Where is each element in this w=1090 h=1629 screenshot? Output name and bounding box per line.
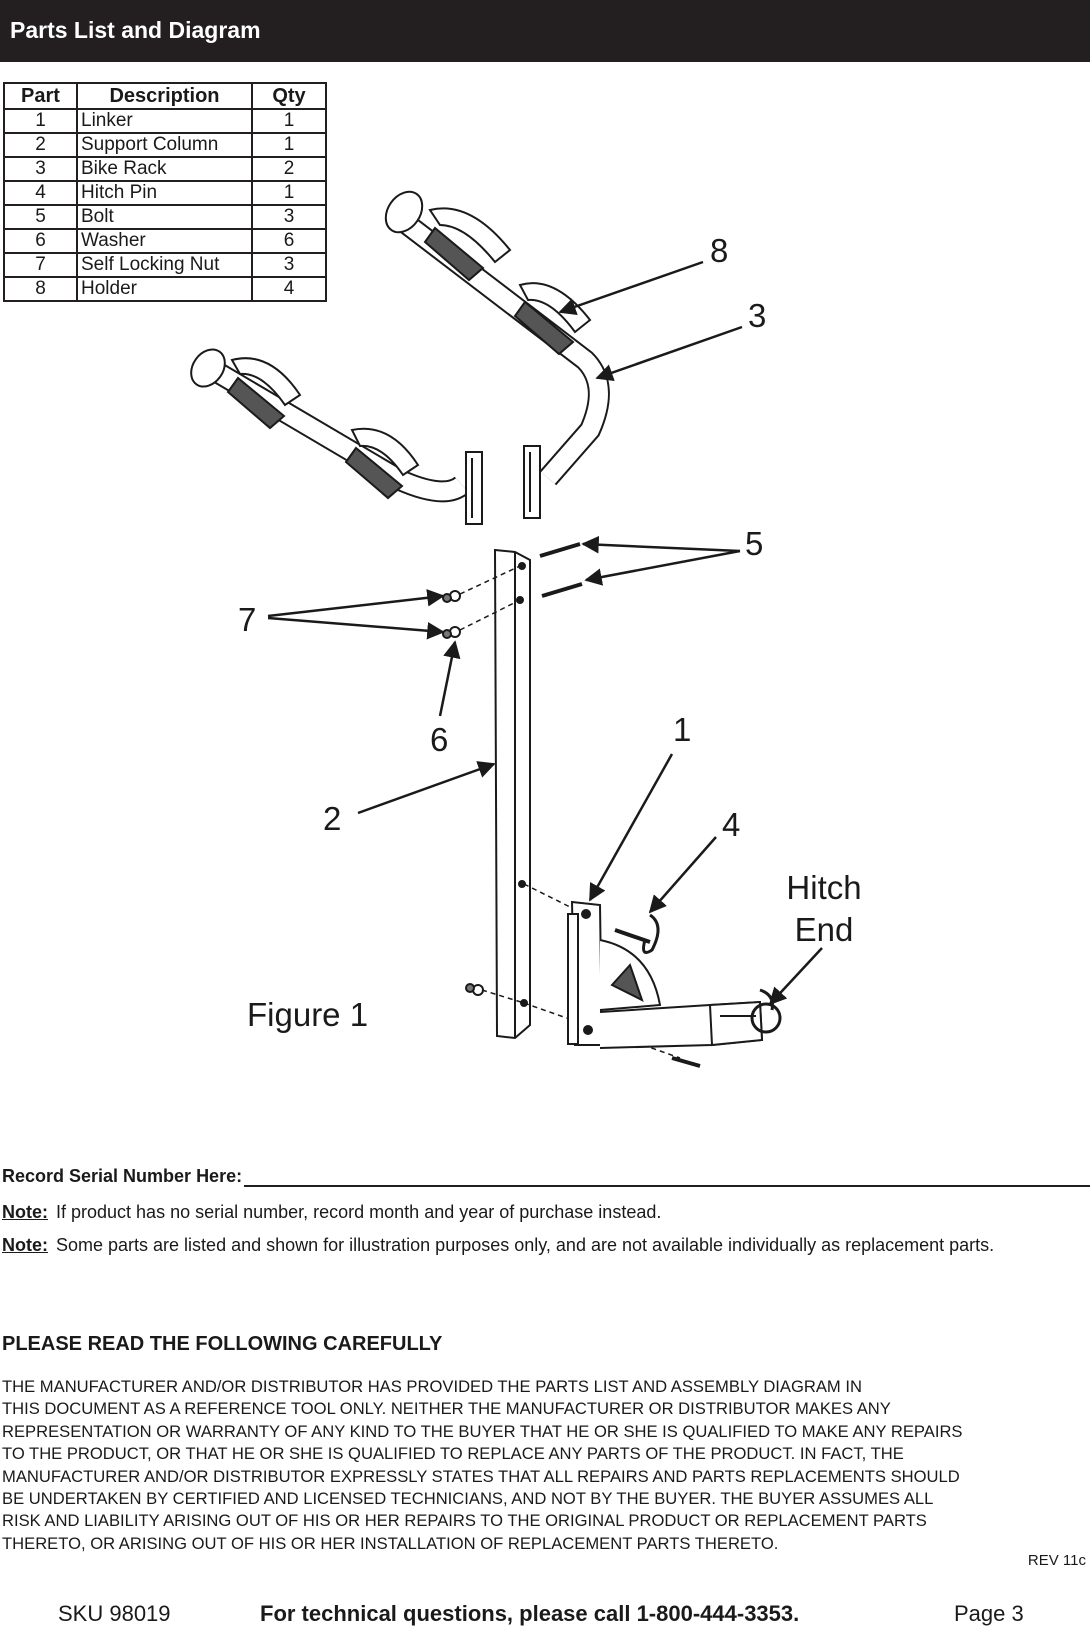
column-header-qty: Qty — [251, 82, 327, 110]
part-qty: 3 — [251, 204, 327, 230]
serial-number-row: Record Serial Number Here: — [2, 1166, 1090, 1187]
part-description: Bolt — [76, 204, 253, 230]
read-carefully-heading: PLEASE READ THE FOLLOWING CAREFULLY — [2, 1333, 443, 1355]
callout-3: 3 — [748, 297, 766, 334]
hitch-end-label-line1: Hitch — [786, 869, 861, 906]
part-number: 2 — [3, 132, 78, 158]
footer-technical: For technical questions, please call 1-8… — [260, 1601, 800, 1626]
part-number: 8 — [3, 276, 78, 302]
part-qty: 2 — [251, 156, 327, 182]
part-number: 5 — [3, 204, 78, 230]
column-header-part: Part — [3, 82, 78, 110]
callout-5: 5 — [745, 525, 763, 562]
callout-labels: 8 3 5 7 6 1 2 4 Hitch End Figure 1 — [238, 232, 862, 1033]
note-label: Note: — [2, 1235, 48, 1255]
part-number: 6 — [3, 228, 78, 254]
part-qty: 6 — [251, 228, 327, 254]
part-qty: 3 — [251, 252, 327, 278]
callout-4: 4 — [722, 806, 740, 843]
part-description: Linker — [76, 108, 253, 134]
part-qty: 1 — [251, 132, 327, 158]
note-2: Note: Some parts are listed and shown fo… — [2, 1233, 1088, 1258]
callout-2: 2 — [323, 800, 341, 837]
callout-7: 7 — [238, 601, 256, 638]
part-number: 1 — [3, 108, 78, 134]
callout-1: 1 — [673, 711, 691, 748]
bike-rack-drawing — [190, 190, 782, 1068]
serial-number-line[interactable] — [244, 1167, 1090, 1187]
figure-label: Figure 1 — [247, 996, 368, 1033]
callout-8: 8 — [710, 232, 728, 269]
callout-6: 6 — [430, 721, 448, 758]
assembly-diagram: 8 3 5 7 6 1 2 4 Hitch End Figure 1 — [190, 190, 862, 1068]
part-description: Self Locking Nut — [76, 252, 253, 278]
part-description: Bike Rack — [76, 156, 253, 182]
hitch-end-label-line2: End — [795, 911, 854, 948]
serial-number-label: Record Serial Number Here: — [2, 1166, 243, 1186]
column-header-description: Description — [76, 82, 253, 110]
callout-arrows — [267, 260, 823, 1006]
note-label: Note: — [2, 1202, 48, 1222]
disclaimer-text: THE MANUFACTURER AND/OR DISTRIBUTOR HAS … — [2, 1377, 963, 1553]
part-number: 7 — [3, 252, 78, 278]
revision-label: REV 11c — [1027, 1552, 1086, 1569]
part-description: Washer — [76, 228, 253, 254]
part-number: 3 — [3, 156, 78, 182]
note-text: If product has no serial number, record … — [56, 1202, 662, 1222]
part-description: Hitch Pin — [76, 180, 253, 206]
part-description: Holder — [76, 276, 253, 302]
header-bar: Parts List and Diagram — [0, 0, 1090, 62]
part-description: Support Column — [76, 132, 253, 158]
note-1: Note: If product has no serial number, r… — [2, 1200, 1088, 1225]
page-title: Parts List and Diagram — [10, 17, 261, 43]
parts-table-header: Part Description Qty — [3, 82, 327, 110]
part-qty: 1 — [251, 180, 327, 206]
part-qty: 1 — [251, 108, 327, 134]
part-number: 4 — [3, 180, 78, 206]
note-text: Some parts are listed and shown for illu… — [56, 1235, 995, 1255]
part-qty: 4 — [251, 276, 327, 302]
footer-sku: SKU 98019 — [58, 1601, 171, 1626]
footer-page: Page 3 — [954, 1601, 1024, 1626]
